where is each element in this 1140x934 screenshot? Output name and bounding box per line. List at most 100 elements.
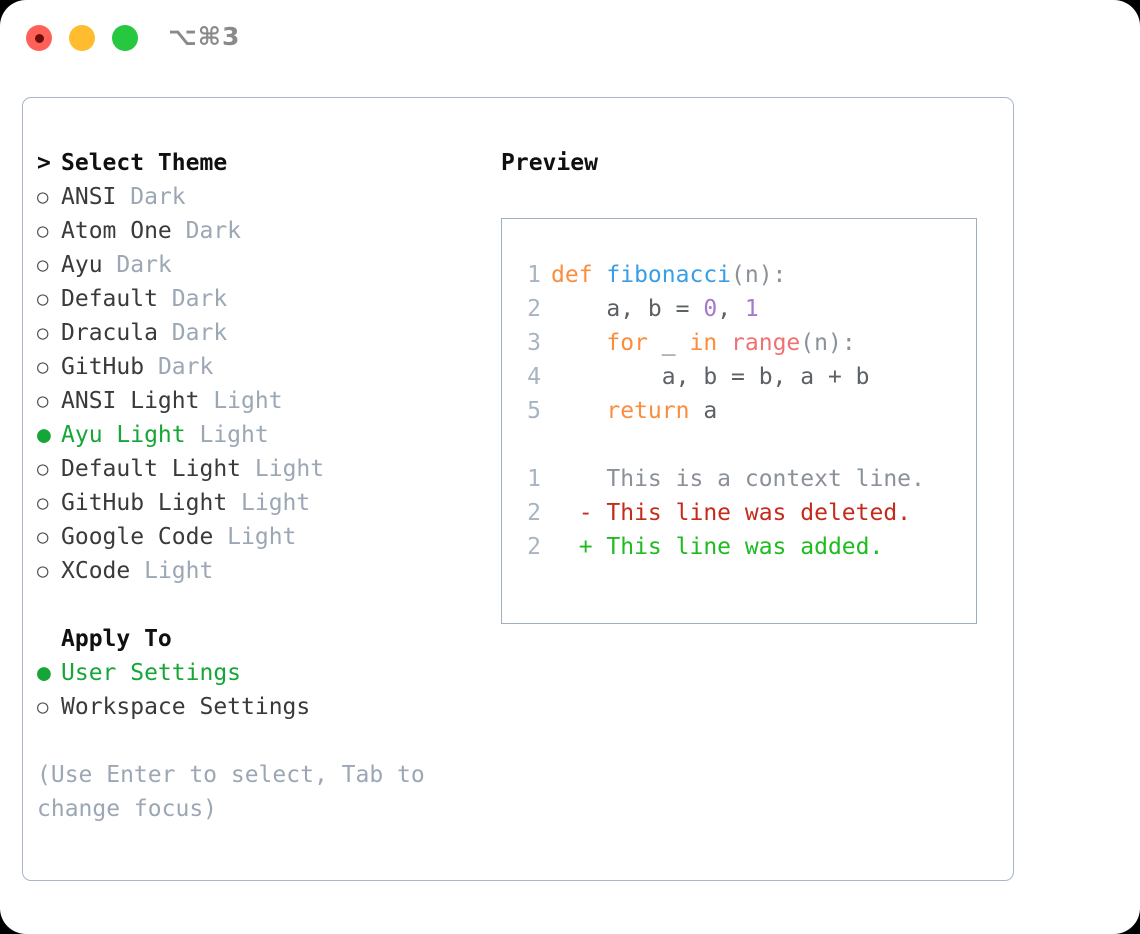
theme-option-ansi[interactable]: ○ ANSI Dark — [37, 180, 497, 214]
code-preview: 1 def fibonacci (n): 2 a, b = 0, 1 3 for _ i… — [515, 258, 925, 564]
theme-option-variant: Light — [254, 456, 325, 482]
diff-line-text: This is a context line. — [592, 466, 925, 492]
code-line-number: 1 — [527, 262, 541, 288]
theme-option-variant: Light — [144, 558, 214, 584]
theme-option-label: ANSI — [61, 184, 131, 210]
zoom-button-icon[interactable] — [112, 25, 138, 51]
radio-unselected-icon: ○ — [37, 696, 49, 718]
window-controls — [26, 25, 138, 51]
theme-option-variant: Dark — [130, 184, 186, 210]
code-token-plain — [717, 330, 731, 356]
cursor-caret-icon: > — [37, 150, 51, 176]
theme-list: ○ ANSI Dark ○ Atom One Dark ○ Ayu Dark ○ Defaul… — [37, 180, 497, 588]
theme-option-variant: Light — [199, 422, 269, 448]
code-line: 5 return a — [515, 394, 925, 428]
apply-to-header: Apply To — [37, 622, 497, 656]
apply-to-option-user-settings[interactable]: ●User Settings — [37, 656, 497, 690]
theme-option-label: Google Code — [61, 524, 228, 550]
theme-option-label: Default — [61, 286, 172, 312]
main-panel: > Select Theme ○ANSI Dark○Atom One Dark○… — [22, 97, 1014, 881]
theme-option-dracula[interactable]: ○Dracula Dark — [37, 316, 497, 350]
theme-option-label: Ayu — [61, 252, 117, 278]
radio-unselected-icon: ○ — [37, 560, 49, 582]
code-line-number: 3 — [527, 330, 541, 356]
apply-to-header-label: Apply To — [61, 626, 172, 652]
code-token-num: 0 — [703, 296, 718, 322]
code-token-kw: in — [689, 330, 718, 356]
keyboard-hint-text: (Use Enter to select, Tab to change focu… — [37, 762, 425, 822]
apply-to-option-workspace-settings[interactable]: ○ Workspace Settings — [37, 690, 497, 724]
code-token-kw: def — [551, 262, 607, 288]
theme-option-variant: Light — [227, 524, 297, 550]
code-token-plain: a — [689, 398, 718, 424]
minimize-button-icon[interactable] — [69, 25, 95, 51]
radio-unselected-icon: ○ — [37, 288, 49, 310]
diff-marker — [551, 466, 593, 492]
theme-option-label: GitHub — [61, 354, 158, 380]
diff-marker: + — [551, 534, 593, 560]
list-spacer — [37, 588, 497, 622]
theme-option-label: Default Light — [61, 456, 255, 482]
code-token-plain — [551, 330, 606, 356]
code-token-num: 1 — [744, 296, 759, 322]
theme-option-atom-one[interactable]: ○ Atom One Dark — [37, 214, 497, 248]
code-token-punc: (n): — [800, 330, 856, 356]
code-token-fn2: range — [731, 330, 801, 356]
close-button-icon[interactable] — [26, 25, 52, 51]
code-token-plain: _ — [647, 330, 690, 356]
code-token-plain: a, b = — [551, 296, 704, 322]
apply-to-option-label: Workspace Settings — [61, 694, 311, 720]
code-line-number: 2 — [527, 296, 541, 322]
title-bar: ⌥⌘3 — [0, 0, 1140, 78]
apply-to-option-label: User Settings — [61, 660, 242, 686]
code-line-number: 5 — [527, 398, 541, 424]
radio-unselected-icon: ○ — [37, 254, 49, 276]
select-theme-header: > Select Theme — [37, 146, 497, 180]
diff-line-number: 2 — [527, 500, 541, 526]
theme-option-github-light[interactable]: ○GitHub Light Light — [37, 486, 497, 520]
theme-option-google-code[interactable]: ○ Google Code Light — [37, 520, 497, 554]
theme-option-variant: Dark — [185, 218, 242, 244]
code-line: 2 a, b = 0, 1 — [515, 292, 925, 326]
radio-unselected-icon: ○ — [37, 526, 49, 548]
radio-unselected-icon: ○ — [37, 390, 49, 412]
theme-option-default[interactable]: ○Default Dark — [37, 282, 497, 316]
theme-option-ayu-light[interactable]: ●Ayu Light Light — [37, 418, 497, 452]
theme-option-github[interactable]: ○ GitHub Dark — [37, 350, 497, 384]
code-token-plain — [551, 398, 606, 424]
keyboard-shortcut-label: ⌥⌘3 — [168, 22, 241, 51]
theme-option-variant: Dark — [171, 320, 228, 346]
theme-option-label: XCode — [61, 558, 145, 584]
theme-option-variant: Light — [213, 388, 283, 414]
diff-line-number: 2 — [527, 534, 541, 560]
code-token-kw: for — [606, 330, 648, 356]
apply-to-caret-placeholder — [37, 622, 61, 656]
preview-box: 1 def fibonacci (n): 2 a, b = 0, 1 3 for _ i… — [501, 218, 977, 624]
code-token-fn: fibonacci — [606, 262, 732, 288]
code-line-number: 4 — [527, 364, 541, 390]
theme-option-ayu[interactable]: ○ Ayu Dark — [37, 248, 497, 282]
radio-unselected-icon: ○ — [37, 186, 49, 208]
theme-option-default-light[interactable]: ○ Default Light Light — [37, 452, 497, 486]
theme-option-ansi-light[interactable]: ○ANSI Light Light — [37, 384, 497, 418]
theme-option-label: Atom One — [61, 218, 186, 244]
theme-option-xcode[interactable]: ○ XCode Light — [37, 554, 497, 588]
theme-option-label: Dracula — [61, 320, 172, 346]
diff-line-text: This line was added. — [592, 534, 884, 560]
theme-option-variant: Dark — [157, 354, 214, 380]
code-token-plain: , — [717, 296, 745, 322]
code-token-plain: a, b = b, a + b — [551, 364, 870, 390]
code-blank-line — [515, 428, 925, 462]
select-theme-header-label: Select Theme — [61, 150, 228, 176]
theme-option-variant: Dark — [116, 252, 172, 278]
theme-option-label: GitHub Light — [61, 490, 242, 516]
diff-line-ctx: 1 This is a context line. — [515, 462, 925, 496]
radio-unselected-icon: ○ — [37, 458, 49, 480]
theme-selector-column: > Select Theme ○ANSI Dark○Atom One Dark○… — [37, 146, 497, 826]
radio-unselected-icon: ○ — [37, 356, 49, 378]
radio-unselected-icon: ○ — [37, 220, 49, 242]
diff-marker: - — [551, 500, 593, 526]
